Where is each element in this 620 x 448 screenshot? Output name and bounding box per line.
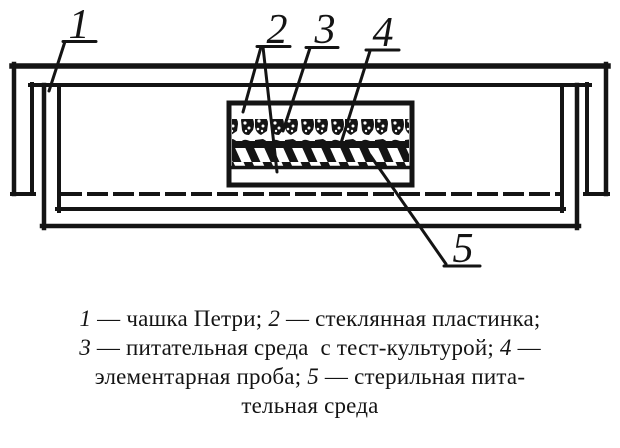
caption-text: —: [511, 335, 541, 360]
caption-text: — стеклянная пластинка;: [280, 306, 541, 331]
sample-sandwich-block: [226, 100, 415, 188]
callout-number-4: 4: [373, 10, 394, 56]
leader-4: [339, 49, 372, 145]
test-culture-medium-layer: [232, 119, 409, 141]
callout-number-1: 1: [69, 2, 90, 48]
sterile-medium-layer: [232, 148, 409, 166]
leader-2b: [261, 45, 279, 174]
callout-number-2: 2: [267, 7, 288, 53]
caption-line-1: 1 — чашка Петри; 2 — стеклянная пластинк…: [0, 304, 620, 333]
caption-line-3: элементарная проба; 5 — стерильная пита-: [0, 362, 620, 391]
caption-ref-number: 4: [499, 335, 512, 360]
caption-line-4: тельная среда: [0, 391, 620, 420]
petri-lid: [9, 61, 611, 197]
caption-text: тельная среда: [241, 393, 379, 418]
elemental-sample-layer: [232, 141, 409, 148]
caption-ref-number: 5: [307, 364, 319, 389]
caption-ref-number: 2: [268, 306, 281, 331]
leader-5: [368, 153, 448, 266]
caption-text: — стерильная пита-: [318, 364, 526, 389]
petri-dish-bottom: [39, 82, 582, 231]
petri-dish-diagram: 1 2 3 4 5: [9, 2, 611, 272]
glass-plate-top-layer: [232, 106, 409, 119]
caption-text: — питательная среда с тест-культурой;: [90, 335, 500, 360]
callout-leader-lines: [47, 40, 482, 268]
caption-ref-number: 3: [79, 335, 91, 360]
caption-text: — чашка Петри;: [91, 306, 269, 331]
callout-number-5: 5: [453, 226, 474, 272]
leader-3: [281, 46, 312, 133]
caption-text: элементарная проба;: [94, 364, 308, 389]
leader-2a: [241, 45, 263, 114]
caption-ref-number: 1: [79, 306, 92, 331]
figure-caption: 1 — чашка Петри; 2 — стеклянная пластинк…: [0, 304, 620, 420]
caption-line-2: 3 — питательная среда с тест-культурой; …: [0, 333, 620, 362]
leader-1: [47, 40, 67, 93]
callout-number-3: 3: [314, 7, 336, 53]
callout-numbers: 1 2 3 4 5: [69, 2, 474, 272]
